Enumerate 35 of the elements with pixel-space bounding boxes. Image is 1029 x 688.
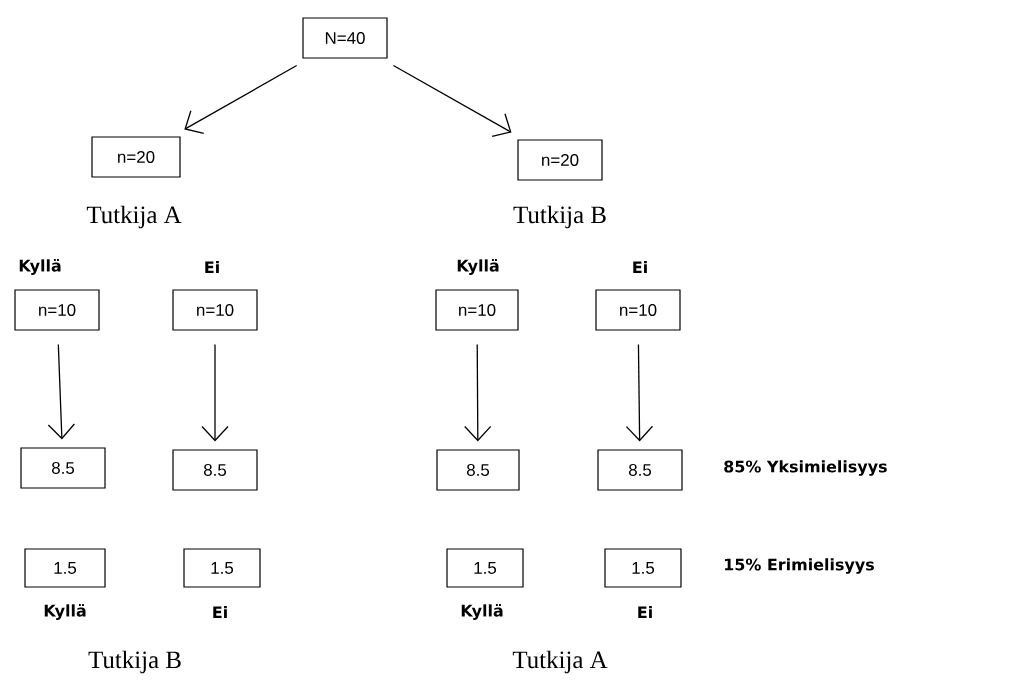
count-box: n=20 — [91, 136, 181, 178]
count-box: n=10 — [595, 289, 681, 331]
category-label: Ei — [633, 260, 647, 274]
count-box: 8.5 — [20, 447, 106, 489]
count-box: 1.5 — [24, 548, 106, 588]
count-box: 1.5 — [183, 548, 261, 588]
count-box: n=10 — [14, 289, 100, 331]
group-label: Tutkija A — [512, 650, 608, 674]
category-label: 85% Yksimielisyys — [724, 460, 887, 476]
category-label: 15% Erimielisyys — [725, 558, 874, 574]
category-label: Kyllä — [461, 604, 503, 620]
group-label: Tutkija A — [86, 205, 182, 229]
arrow — [625, 343, 654, 442]
category-label: Kyllä — [44, 604, 86, 620]
category-label: Ei — [213, 605, 227, 619]
count-box: n=20 — [517, 139, 603, 181]
category-label: Kyllä — [19, 259, 61, 275]
category-label: Ei — [205, 260, 219, 274]
count-box: 1.5 — [604, 548, 682, 588]
arrow — [464, 343, 492, 442]
count-box: N=40 — [302, 17, 388, 59]
count-box: 8.5 — [172, 449, 258, 491]
count-box: 8.5 — [436, 449, 520, 491]
count-box: 1.5 — [446, 548, 524, 588]
category-label: Kyllä — [457, 259, 499, 275]
group-label: Tutkija B — [513, 205, 606, 229]
count-box: n=10 — [172, 289, 258, 331]
group-label: Tutkija B — [88, 650, 181, 674]
count-box: 8.5 — [597, 449, 683, 491]
arrow — [201, 343, 229, 442]
category-label: Ei — [638, 605, 652, 619]
arrow — [47, 343, 75, 440]
count-box: n=10 — [435, 289, 519, 331]
arrow — [392, 64, 512, 138]
arrow — [184, 64, 298, 135]
